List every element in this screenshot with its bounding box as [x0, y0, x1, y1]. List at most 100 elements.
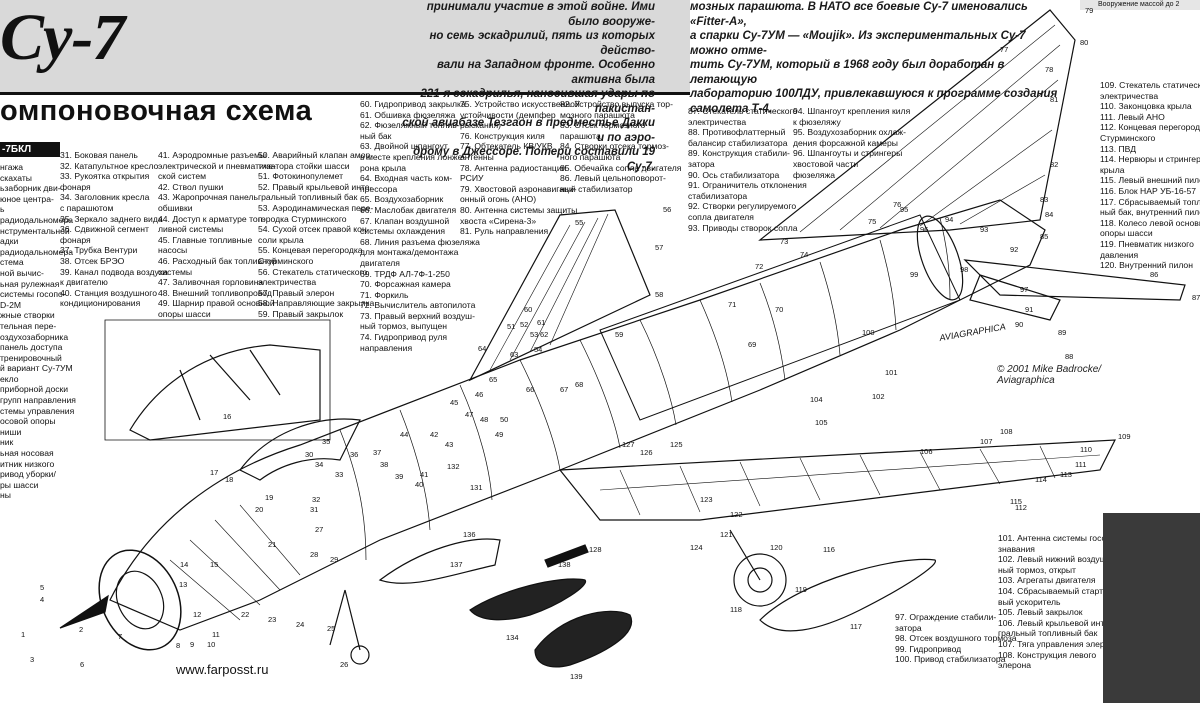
legend-line: ры шасси	[0, 479, 39, 490]
legend-line: 33. Рукоятка открытия	[60, 171, 150, 182]
legend-line: 110. Законцовка крыла	[1100, 101, 1192, 112]
fuselage-mark: AVIAGRAPHICA	[938, 321, 1007, 343]
callout-number: 97	[1020, 285, 1029, 294]
callout-number: 110	[1080, 445, 1092, 454]
callout-number: 21	[268, 540, 277, 549]
callout-number: 66	[526, 385, 535, 394]
callout-number: 23	[268, 615, 277, 624]
callout-number: 3	[30, 655, 35, 664]
legend-line: панель доступа	[0, 342, 63, 353]
legend-line: ьная носовая	[0, 448, 54, 459]
callout-number: 91	[1025, 305, 1034, 314]
legend-line: 44. Доступ к арматуре топ-	[158, 213, 266, 224]
callout-number: 112	[1015, 503, 1027, 512]
legend-line: 31. Боковая панель	[60, 150, 138, 160]
callout-number: 100	[862, 328, 875, 337]
intro-right: мозных парашюта. В НАТО все боевые Су-7 …	[690, 1, 1058, 115]
legend-line: ны	[0, 490, 11, 501]
callout-number: 26	[340, 660, 349, 669]
legend-line: екло	[0, 373, 19, 384]
callout-number: 42	[430, 430, 439, 439]
legend-line: прессора	[360, 183, 398, 194]
callout-number: 53	[530, 330, 539, 339]
callout-number: 17	[210, 468, 219, 477]
callout-number: 116	[823, 545, 835, 554]
callout-number: 43	[445, 440, 454, 449]
legend-line: 41. Аэродромные разъемы	[158, 150, 267, 160]
callout-number: 49	[495, 430, 504, 439]
legend-line: 67. Клапан воздушной	[360, 215, 450, 226]
legend-line: 34. Заголовник кресла	[60, 192, 150, 203]
legend-line: фюзеляжа	[793, 169, 836, 180]
callout-number: 67	[560, 385, 569, 394]
legend-line: крыла	[1100, 164, 1125, 175]
legend-line: 68. Линия разъема фюзеляжа	[360, 236, 480, 247]
legend-line: 72. Вычислитель автопилота	[360, 300, 476, 311]
callout-number: 108	[1000, 427, 1013, 436]
legend-line: ный бак	[360, 130, 392, 141]
callout-number: 61	[537, 318, 546, 327]
callout-number: 98	[960, 265, 969, 274]
callout-number: 132	[447, 462, 460, 471]
callout-number: 14	[180, 560, 189, 569]
legend-line: вый ускоритель	[998, 596, 1061, 607]
callout-number: 33	[335, 470, 344, 479]
legend-line: опоры шасси	[158, 308, 211, 319]
callout-number: 46	[475, 390, 484, 399]
legend-line: 37. Трубка Вентури	[60, 245, 138, 256]
callout-number: 118	[730, 605, 742, 614]
legend-line: ный тормоз, выпущен	[360, 321, 448, 332]
legend-line: 73. Правый верхний воздуш-	[360, 310, 475, 321]
legend-line: 95. Воздухозаборник охлаж-	[793, 127, 906, 138]
top-right-strip: Вооружение массой до 2	[1080, 0, 1200, 10]
legend-line: 55. Концевая перегородка	[258, 245, 363, 256]
callout-number: 47	[465, 410, 474, 419]
callout-number: 8	[176, 641, 181, 650]
callout-number: 68	[575, 380, 584, 389]
callout-number: 111	[1075, 460, 1087, 469]
callout-number: 74	[800, 250, 809, 259]
fuselage-outline	[109, 199, 1046, 631]
callout-number: 35	[322, 437, 331, 446]
callout-number: 122	[730, 510, 743, 519]
legend-line: сопла двигателя	[688, 211, 754, 222]
callout-number: 22	[241, 610, 250, 619]
legend-line: ниши	[0, 426, 22, 437]
legend-line: 36. Сдвижной сегмент	[60, 224, 149, 235]
callout-number: 79	[1085, 6, 1094, 15]
legend-line: 103. Агрегаты двигателя	[998, 575, 1096, 586]
legend-line: для монтажа/демонтажа	[360, 247, 459, 258]
legend-line: адки	[0, 236, 19, 247]
callout-number: 102	[872, 392, 885, 401]
legend-line: стемы управления	[0, 405, 75, 416]
callout-number: 25	[327, 624, 336, 633]
legend-line: й вариант Су-7УМ	[0, 363, 73, 374]
legend-line: фонаря	[60, 181, 91, 192]
legend-line: 52. Правый крыльевой инте-	[258, 181, 373, 192]
legend-line: ривод уборки/	[0, 469, 56, 480]
legend-line: 65. Воздухозаборник	[360, 194, 444, 205]
legend-line: 93. Приводы створок сопла	[688, 222, 798, 233]
legend-line: 90. Ось стабилизатора	[688, 169, 780, 180]
callout-number: 60	[524, 305, 533, 314]
callout-number: 37	[373, 448, 382, 457]
callout-number: 78	[1045, 65, 1054, 74]
callout-number: 104	[810, 395, 823, 404]
legend-line: 115. Левый внешний пилон	[1100, 175, 1200, 186]
callout-number: 87	[1192, 293, 1200, 302]
callout-number: 18	[225, 475, 234, 484]
legend-line: 111. Левый АНО	[1100, 111, 1165, 122]
legend-line: 86. Левый цельноповорот-	[560, 173, 666, 184]
bomb-2	[534, 610, 633, 668]
legend-line: 39. Канал подвода воздуха	[60, 266, 168, 277]
callout-number: 29	[330, 555, 339, 564]
legend-line: фонаря	[60, 234, 91, 245]
legend-line: стабилизатора	[688, 190, 748, 201]
callout-number: 36	[350, 450, 359, 459]
callout-number: 40	[415, 480, 424, 489]
legend-line: тельная пере-	[0, 320, 57, 331]
legend-line: 82. Устройство выпуска тор-	[560, 99, 673, 109]
